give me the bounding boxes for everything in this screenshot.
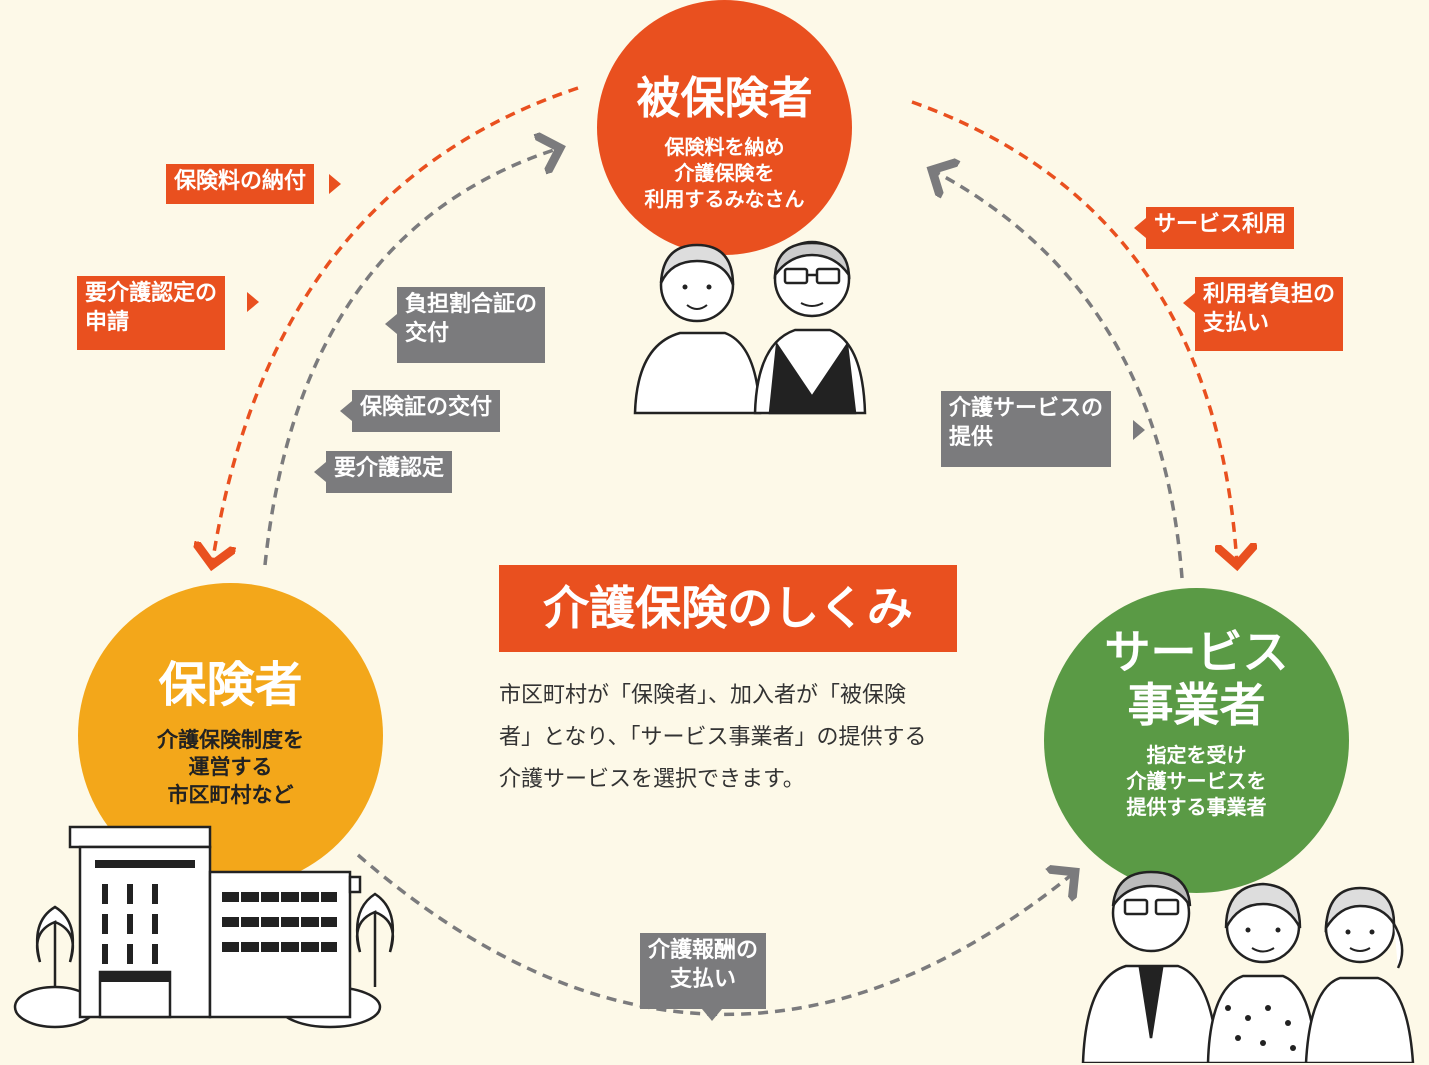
insurer-desc-1: 介護保険制度を (157, 728, 304, 752)
label-insurance-card-text: 保険証の交付 (360, 395, 493, 420)
description-line-1: 市区町村が「保険者」、加入者が「被保険 (499, 683, 907, 708)
label-premium-payment: 保険料の納付 (166, 164, 315, 204)
label-user-payment: 利用者負担の 支払い (1195, 277, 1344, 351)
provider-node: サービス 事業者 指定を受け 介護サービスを 提供する事業者 (1044, 588, 1349, 893)
insurer-desc-3: 市区町村など (167, 782, 294, 807)
label-apply-text-2: 申請 (85, 309, 130, 335)
notch-apply (247, 292, 259, 312)
arrow-insured-to-provider (911, 100, 1237, 565)
city-hall-illustration (13, 825, 395, 1029)
label-premium-text: 保険料の納付 (174, 169, 307, 194)
provider-desc-3: 提供する事業者 (1126, 794, 1267, 819)
insured-title: 被保険者 (636, 73, 813, 124)
diagram-title: 介護保険のしくみ (499, 565, 957, 652)
label-user-payment-text-1: 利用者負担の (1203, 282, 1336, 307)
insured-node: 被保険者 保険料を納め 介護保険を 利用するみなさん (597, 0, 852, 255)
provider-title-1: サービス (1104, 625, 1289, 679)
label-service-use-text: サービス利用 (1154, 212, 1287, 237)
label-service-use: サービス利用 (1146, 207, 1295, 249)
notch-remuneration (702, 1009, 722, 1021)
label-certification: 要介護認定 (326, 451, 453, 493)
label-apply-certification: 要介護認定の 申請 (77, 276, 226, 350)
description-line-3: 介護サービスを選択できます。 (499, 767, 805, 792)
notch-premium (329, 174, 341, 194)
diagram-description: 市区町村が「保険者」、加入者が「被保険 者」となり、「サービス事業者」の提供する… (499, 675, 969, 801)
care-staff-illustration (1081, 870, 1415, 1063)
label-remuneration: 介護報酬の 支払い (640, 933, 767, 1009)
label-service-provision-text-2: 提供 (949, 424, 994, 450)
label-remuneration-text-2: 支払い (670, 966, 737, 992)
provider-desc-1: 指定を受け (1146, 742, 1247, 767)
label-insurance-card: 保険証の交付 (352, 390, 501, 432)
notch-insurance-card (340, 401, 352, 421)
description-line-2: 者」となり、「サービス事業者」の提供する (499, 725, 927, 750)
insurer-title: 保険者 (158, 657, 303, 713)
arrow-provider-to-insured (932, 170, 1184, 579)
arrow-insured-to-insurer (212, 86, 579, 565)
label-apply-text-1: 要介護認定の (85, 281, 218, 306)
label-burden-cert-text-1: 負担割合証の (405, 292, 538, 317)
label-service-provision: 介護サービスの 提供 (941, 391, 1112, 467)
label-burden-cert-text-2: 交付 (405, 320, 450, 346)
label-burden-cert: 負担割合証の 交付 (397, 287, 546, 363)
arrow-insurer-to-insured (263, 148, 560, 566)
notch-service-provision (1133, 420, 1145, 440)
elderly-couple-illustration (633, 240, 867, 415)
label-certification-text: 要介護認定 (334, 456, 445, 481)
insured-desc-3: 利用するみなさん (644, 187, 805, 211)
insurer-desc-2: 運営する (188, 755, 273, 780)
insured-desc-1: 保険料を納め (664, 135, 785, 159)
label-remuneration-text-1: 介護報酬の (648, 938, 759, 963)
provider-title-2: 事業者 (1127, 677, 1266, 732)
provider-desc-2: 介護サービスを (1126, 768, 1267, 793)
label-service-provision-text-1: 介護サービスの (949, 396, 1104, 421)
notch-service-use (1134, 218, 1146, 238)
notch-burden-cert (385, 314, 397, 334)
notch-certification (314, 462, 326, 482)
notch-user-payment (1183, 293, 1195, 313)
insured-desc-2: 介護保険を (674, 161, 775, 185)
label-user-payment-text-2: 支払い (1203, 310, 1270, 336)
